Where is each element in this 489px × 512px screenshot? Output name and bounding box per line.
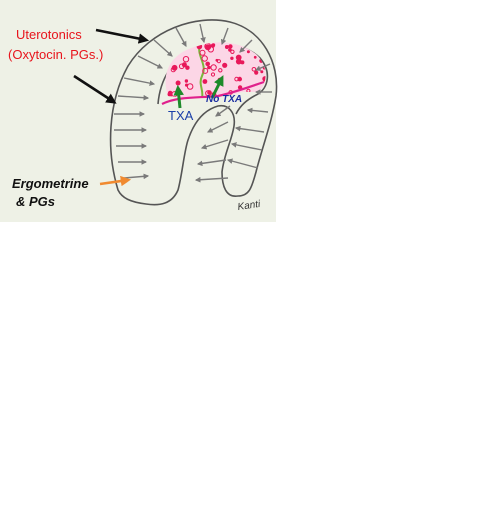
- placenta-dot: [202, 79, 208, 84]
- placenta-dot: [202, 67, 209, 74]
- contraction-arrow: [123, 77, 156, 86]
- myometrial-contraction-arrows: [114, 23, 272, 183]
- placenta-dot: [184, 79, 189, 83]
- contraction-arrow: [226, 158, 259, 169]
- placenta-dot: [215, 58, 219, 62]
- ergometrine-label: Ergometrine: [12, 176, 89, 191]
- placenta-dot: [263, 78, 266, 82]
- contraction-arrow: [175, 27, 187, 47]
- placenta-dot: [210, 72, 216, 77]
- uterotonics-arrow-lower: [73, 74, 117, 104]
- contraction-arrow: [220, 27, 229, 46]
- contraction-arrow: [196, 159, 227, 167]
- placenta-dot: [253, 55, 257, 59]
- placenta-dot: [175, 80, 181, 86]
- no-txa-label: No TXA: [206, 94, 242, 105]
- placenta-dot: [230, 49, 235, 54]
- placenta-dot: [181, 62, 187, 68]
- placenta-dot: [207, 65, 211, 70]
- txa-arrow: [173, 84, 184, 109]
- placenta: [161, 42, 266, 105]
- placenta-dot: [182, 56, 190, 63]
- placenta-dot: [260, 70, 264, 74]
- placenta-dot: [254, 70, 259, 75]
- placenta-dot: [228, 44, 233, 49]
- placenta-dot: [210, 64, 217, 71]
- contraction-arrow: [215, 105, 231, 117]
- placenta-dot: [235, 54, 242, 61]
- uterotonics-examples-label: (Oxytocin. PGs.): [8, 47, 103, 62]
- txa-label: TXA: [168, 108, 194, 123]
- placenta-dot: [234, 76, 239, 82]
- placenta-dot: [210, 43, 215, 48]
- placenta-dot: [246, 50, 250, 54]
- placenta-dot: [224, 45, 229, 49]
- contraction-arrow: [153, 39, 173, 57]
- placenta-dot: [201, 55, 208, 62]
- contraction-arrow: [194, 176, 229, 183]
- uterotonics-label: Uterotonics: [16, 27, 82, 42]
- uterotonics-arrow-upper: [95, 28, 150, 44]
- placenta-dot: [186, 83, 194, 90]
- contraction-arrow: [246, 107, 269, 114]
- ergometrine-arrow: [99, 175, 132, 187]
- contraction-arrow: [206, 121, 229, 133]
- placenta-dot: [199, 49, 206, 56]
- placenta-dot: [222, 62, 228, 68]
- contraction-arrow: [230, 142, 263, 151]
- contraction-arrow: [239, 39, 253, 53]
- uterus-outer-wall: [109, 19, 278, 206]
- author-signature: Kanti: [237, 199, 262, 213]
- contraction-arrow: [117, 94, 150, 101]
- contraction-arrow: [137, 55, 164, 69]
- contraction-arrow: [200, 139, 229, 150]
- placenta-dot: [205, 61, 210, 67]
- contraction-arrow: [234, 125, 265, 133]
- pgs-label: & PGs: [16, 194, 55, 209]
- no-txa-arrow: [210, 75, 224, 99]
- placenta-dot: [218, 68, 223, 73]
- contraction-arrow: [199, 23, 206, 44]
- placental-separation-line: [161, 80, 265, 105]
- placenta-dot: [230, 56, 234, 60]
- placenta-dot: [185, 65, 190, 70]
- contraction-arrow: [254, 63, 271, 71]
- placenta-dot: [235, 58, 242, 65]
- placenta-dot: [170, 67, 176, 73]
